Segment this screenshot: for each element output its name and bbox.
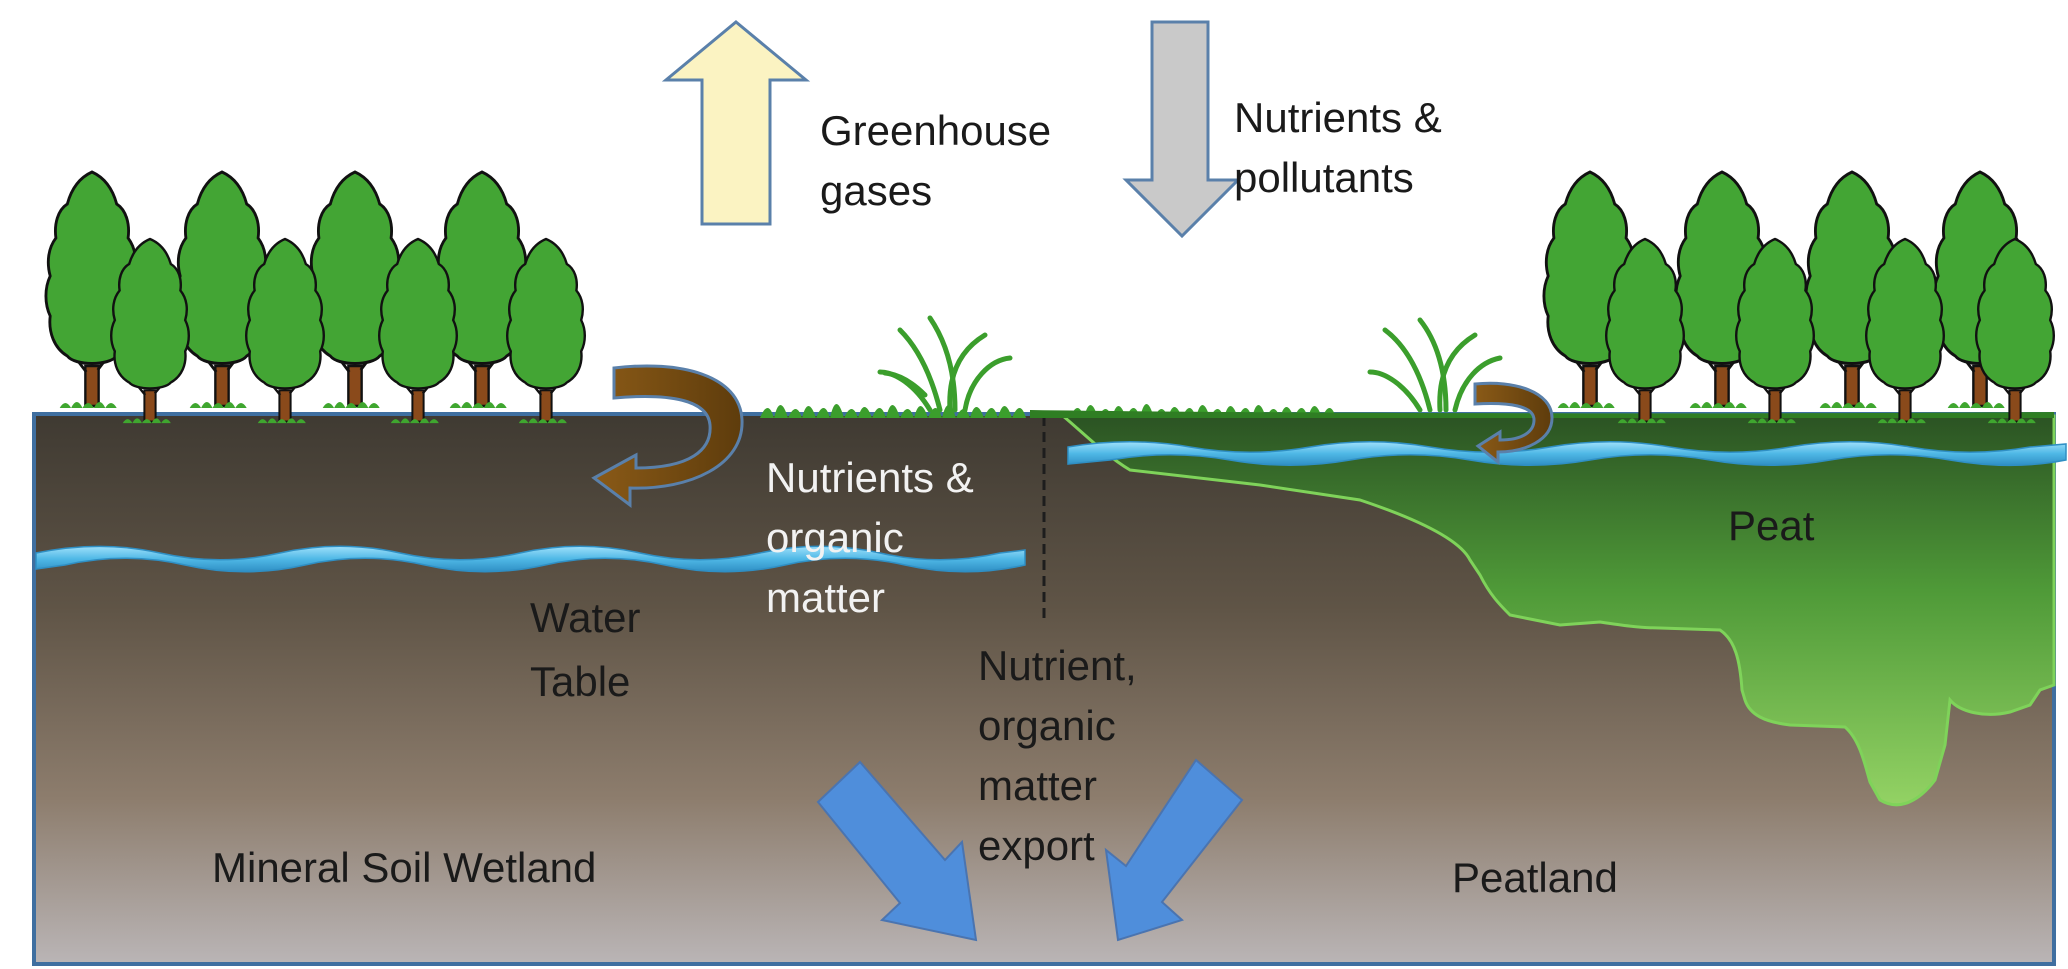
nutrients-pollutants-label-line1: Nutrients & [1234, 94, 1442, 141]
water-table-label-line1: Water [530, 594, 640, 641]
export-arrow-icon [1104, 758, 1244, 942]
nutrients-pollutants-label-line2: pollutants [1234, 154, 1414, 201]
nutrients-organic-label-line1: Nutrients & [766, 454, 974, 501]
peatland-label: Peatland [1452, 854, 1618, 901]
greenhouse-label: Greenhouse gases [820, 107, 1063, 214]
up-arrow-icon [661, 20, 811, 226]
export-label-line2: organic [978, 702, 1116, 749]
water-table-right [1067, 441, 2067, 466]
water-table-left [35, 545, 1026, 573]
greenhouse-label-line1: Greenhouse [820, 107, 1051, 154]
export-label-line4: export [978, 822, 1095, 869]
export-arrow-icon [816, 760, 978, 942]
nutrients-organic-label: Nutrients & organic matter [766, 454, 985, 621]
nutrients-organic-label-line3: matter [766, 574, 885, 621]
circular-arrow-icon [1473, 381, 1554, 466]
mineral-soil-wetland-label: Mineral Soil Wetland [212, 844, 596, 891]
greenhouse-label-line2: gases [820, 167, 932, 214]
export-label-line3: matter [978, 762, 1097, 809]
nutrients-pollutants-label: Nutrients & pollutants [1234, 94, 1453, 201]
peat-label: Peat [1728, 502, 1815, 549]
water-table-label-line2: Table [530, 658, 630, 705]
nutrients-organic-label-line2: organic [766, 514, 904, 561]
down-arrow-icon [1122, 20, 1242, 239]
water-table-label: Water Table [530, 594, 652, 705]
export-label-line1: Nutrient, [978, 642, 1137, 689]
grass-icon [877, 315, 1013, 413]
tree-group-right [1542, 170, 2056, 425]
peat-layer [1058, 414, 2056, 807]
tree-group-left [44, 170, 586, 425]
grass-icon [1367, 317, 1503, 413]
circular-arrow-icon [591, 364, 744, 508]
export-label: Nutrient, organic matter export [978, 642, 1148, 869]
